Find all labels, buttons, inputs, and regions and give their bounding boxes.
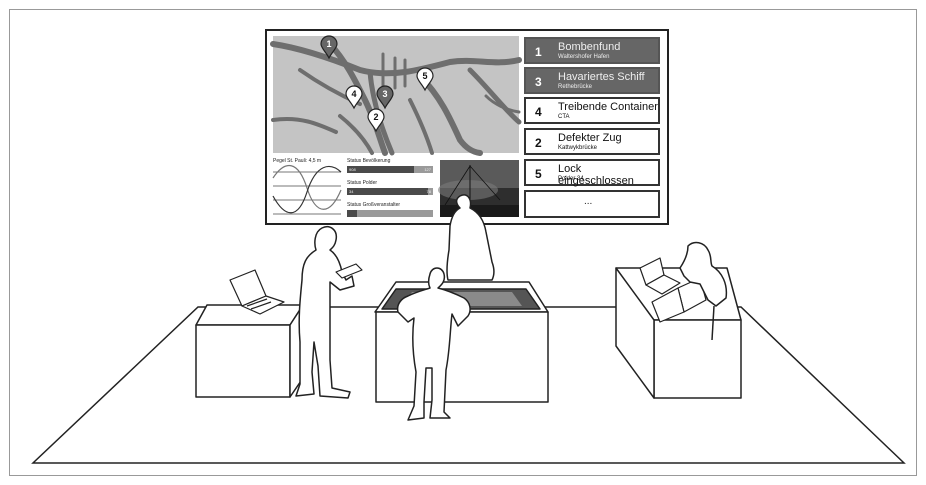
incident-subtitle: Rethebrücke xyxy=(558,84,592,90)
incident-number: 3 xyxy=(535,75,542,89)
status-bar-events xyxy=(347,210,433,217)
status-bar-population: 908 127 xyxy=(347,166,433,173)
status-value-right: 127 xyxy=(424,167,431,172)
map-pin-label: 4 xyxy=(351,89,356,99)
status-bar-fill xyxy=(347,188,428,195)
incident-subtitle: Waltershofer Hafen xyxy=(558,54,609,60)
status-title: Status Polder xyxy=(347,180,377,186)
incident-title: Treibende Container xyxy=(558,101,658,113)
incident-title: Lock eingeschlossen xyxy=(558,163,658,187)
status-value-right: 78 xyxy=(427,189,431,194)
incident-item[interactable]: 3 Havariertes Schiff Rethebrücke xyxy=(524,67,660,94)
status-bar-fill xyxy=(347,166,414,173)
status-bar-polder: 34 78 xyxy=(347,188,433,195)
status-bar-fill xyxy=(347,210,357,217)
incident-item[interactable]: 1 Bombenfund Waltershofer Hafen xyxy=(524,37,660,64)
incident-number: 2 xyxy=(535,136,542,150)
incident-item[interactable]: 2 Defekter Zug Kattwykbrücke xyxy=(524,128,660,155)
incident-subtitle: Kattwykbrücke xyxy=(558,145,597,151)
status-title: Status Bevölkerung xyxy=(347,158,390,164)
left-desk xyxy=(196,305,303,397)
map-pin-label: 2 xyxy=(373,112,378,122)
incident-item[interactable]: 5 Lock eingeschlossen Polder 34 xyxy=(524,159,660,186)
incident-number: 5 xyxy=(535,167,542,181)
status-value-left: 34 xyxy=(349,189,353,194)
status-value-left: 908 xyxy=(349,167,356,172)
map-pin-label: 5 xyxy=(422,71,427,81)
incident-subtitle: Polder 34 xyxy=(558,176,584,182)
camera-feed xyxy=(438,160,519,217)
incident-title: Bombenfund xyxy=(558,41,620,53)
incident-number: 4 xyxy=(535,105,542,119)
incident-title: Defekter Zug xyxy=(558,132,622,144)
operator-with-tablet-silhouette xyxy=(296,227,354,398)
map-pin-label: 3 xyxy=(382,89,387,99)
incident-item[interactable]: 4 Treibende Container CTA xyxy=(524,97,660,124)
map-pin-label: 1 xyxy=(326,39,331,49)
incident-title: Havariertes Schiff xyxy=(558,71,645,83)
incident-subtitle: CTA xyxy=(558,114,570,120)
gauge-label: Pegel St. Pauli: 4,5 m xyxy=(273,158,321,164)
status-title: Status Großveranstalter xyxy=(347,202,400,208)
more-incidents-label: ... xyxy=(584,196,592,207)
incident-number: 1 xyxy=(535,45,542,59)
